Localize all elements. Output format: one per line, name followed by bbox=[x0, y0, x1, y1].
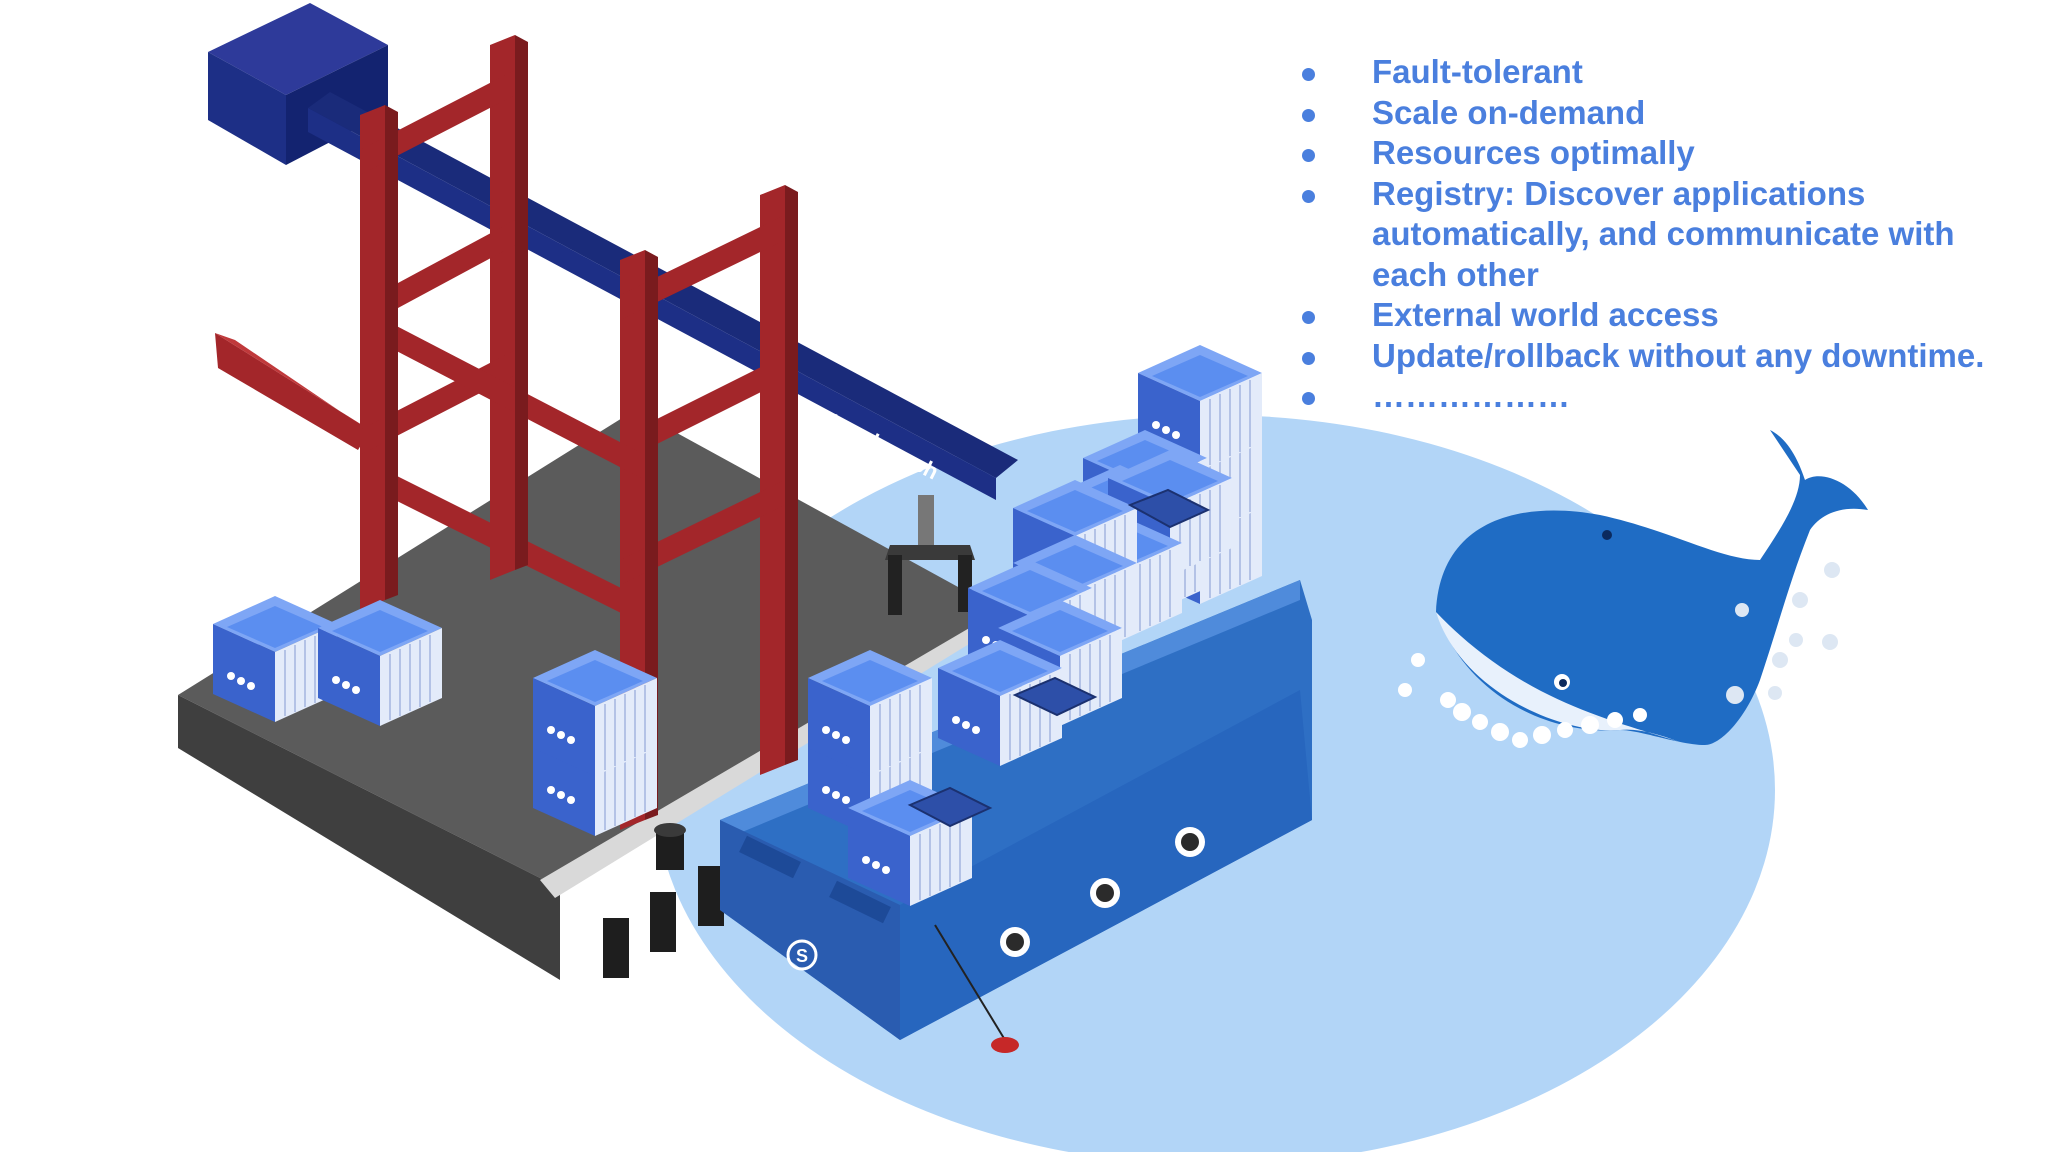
feature-bullet-list: Fault-tolerant Scale on-demand Resources… bbox=[1296, 52, 2016, 417]
bullet-item: External world access bbox=[1296, 295, 2016, 336]
ship-logo-badge bbox=[786, 939, 818, 971]
bullet-item: Fault-tolerant bbox=[1296, 52, 2016, 93]
buoy bbox=[991, 1037, 1019, 1053]
bullet-item: ……………… bbox=[1296, 376, 2016, 417]
crane: stonebranch bbox=[208, 3, 1018, 830]
bullet-item: Update/rollback without any downtime. bbox=[1296, 336, 2016, 377]
bullet-item: Scale on-demand bbox=[1296, 93, 2016, 134]
bullet-item: Resources optimally bbox=[1296, 133, 2016, 174]
bullet-item: Registry: Discover applications automati… bbox=[1296, 174, 2016, 296]
ship-logo-letter: S bbox=[796, 946, 808, 966]
ship-containers bbox=[807, 344, 1263, 907]
whale bbox=[1398, 430, 1868, 748]
